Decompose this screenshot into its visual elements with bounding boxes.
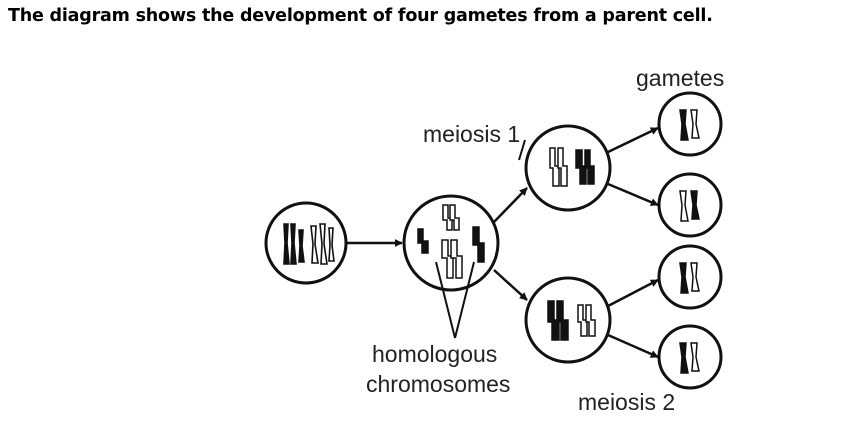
gamete-2-chromosomes <box>679 190 700 222</box>
arrow-to-top-daughter <box>493 187 528 223</box>
meiosis1-chromosomes <box>417 204 485 279</box>
arrow-to-gamete-3 <box>607 278 659 308</box>
top-daughter-chromosomes <box>549 147 595 187</box>
parent-cell <box>264 201 348 285</box>
label-chromosomes: chromosomes <box>366 371 510 397</box>
question-title: The diagram shows the development of fou… <box>8 6 713 26</box>
arrow-to-gamete-4 <box>607 333 659 359</box>
gamete-cell-3 <box>657 244 723 310</box>
homologous-pointer-right <box>454 261 475 339</box>
daughter-cell-top <box>524 124 612 212</box>
label-gametes: gametes <box>636 65 724 91</box>
gamete-cell-4 <box>657 324 723 390</box>
gamete-cell-1 <box>657 91 723 157</box>
meiosis1-pointer <box>518 139 526 161</box>
arrow-to-bottom-daughter <box>493 269 528 301</box>
gamete-1-chromosomes <box>679 109 700 141</box>
arrow-to-gamete-2 <box>607 182 659 207</box>
arrow-to-gamete-1 <box>607 126 659 154</box>
gamete-cell-2 <box>657 172 723 238</box>
label-homologous: homologous <box>372 341 497 367</box>
label-meiosis-2: meiosis 2 <box>578 389 675 415</box>
homologous-pointer-left <box>435 261 456 339</box>
gamete-3-chromosomes <box>679 262 700 294</box>
bottom-daughter-chromosomes <box>547 300 596 341</box>
gamete-4-chromosomes <box>679 342 700 374</box>
label-meiosis-1: meiosis 1 <box>423 121 520 147</box>
parent-chromosomes <box>283 223 335 265</box>
